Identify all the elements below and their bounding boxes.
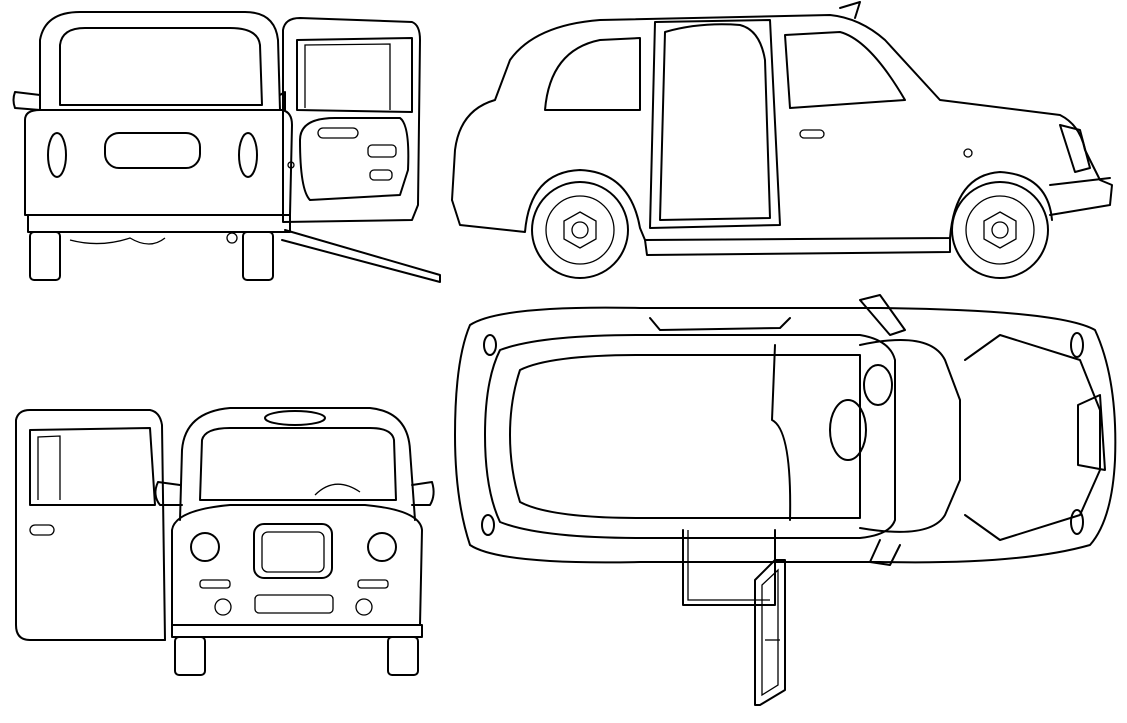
top-open-door xyxy=(754,559,786,706)
top-view xyxy=(454,294,1117,606)
front-open-door xyxy=(15,409,166,641)
side-view xyxy=(451,1,1113,279)
rear-view xyxy=(12,11,293,281)
front-view xyxy=(154,407,435,676)
rear-open-door xyxy=(281,17,441,283)
